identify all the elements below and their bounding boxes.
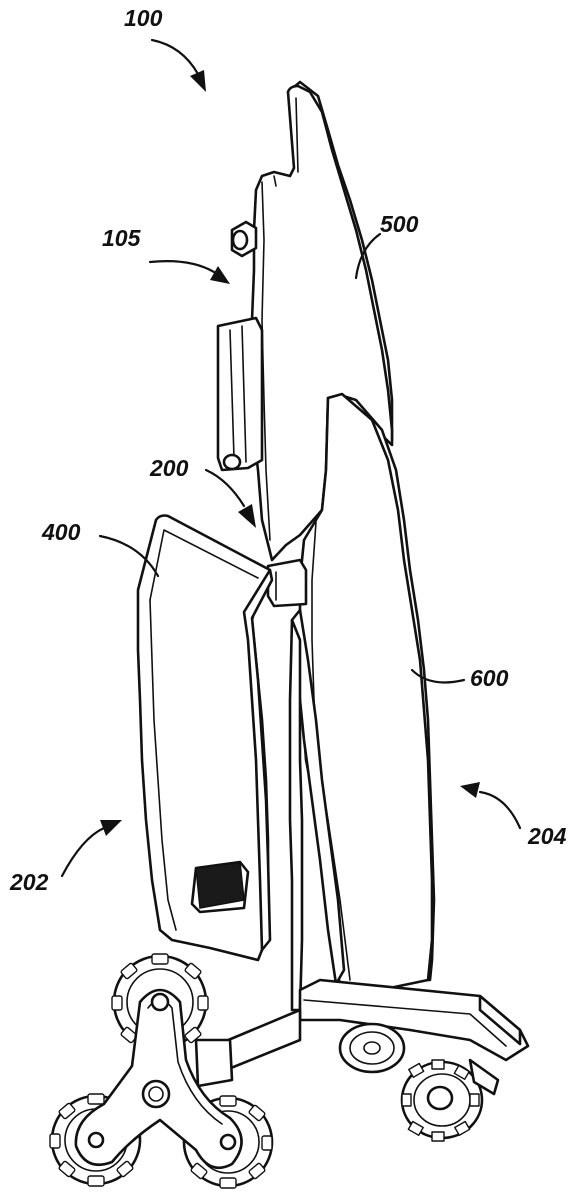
arrow-105	[148, 260, 230, 284]
hinge-200	[266, 558, 308, 608]
base-frame	[212, 978, 530, 1072]
label-202: 202	[9, 869, 49, 895]
label-200: 200	[149, 455, 189, 481]
leader-500	[354, 232, 382, 280]
seat-front-leg	[288, 608, 346, 1012]
label-500: 500	[380, 211, 419, 237]
rear-leg-panel-400	[136, 514, 274, 962]
label-100: 100	[124, 5, 163, 31]
arrow-204	[460, 782, 522, 830]
leader-600	[410, 668, 466, 684]
leader-400	[98, 534, 160, 578]
label-204: 204	[527, 823, 567, 849]
label-105: 105	[102, 225, 142, 251]
rear-wheel-left	[338, 1022, 406, 1074]
arrow-100	[150, 38, 206, 92]
upper-link-bracket-105	[216, 220, 264, 472]
arrow-200	[204, 468, 256, 528]
label-400: 400	[41, 519, 81, 545]
back-panel-500	[248, 80, 394, 562]
tri-wheel-cluster	[49, 953, 274, 1189]
label-600: 600	[470, 665, 509, 691]
rear-wheel-right	[400, 1058, 500, 1142]
arrow-202	[60, 820, 122, 878]
